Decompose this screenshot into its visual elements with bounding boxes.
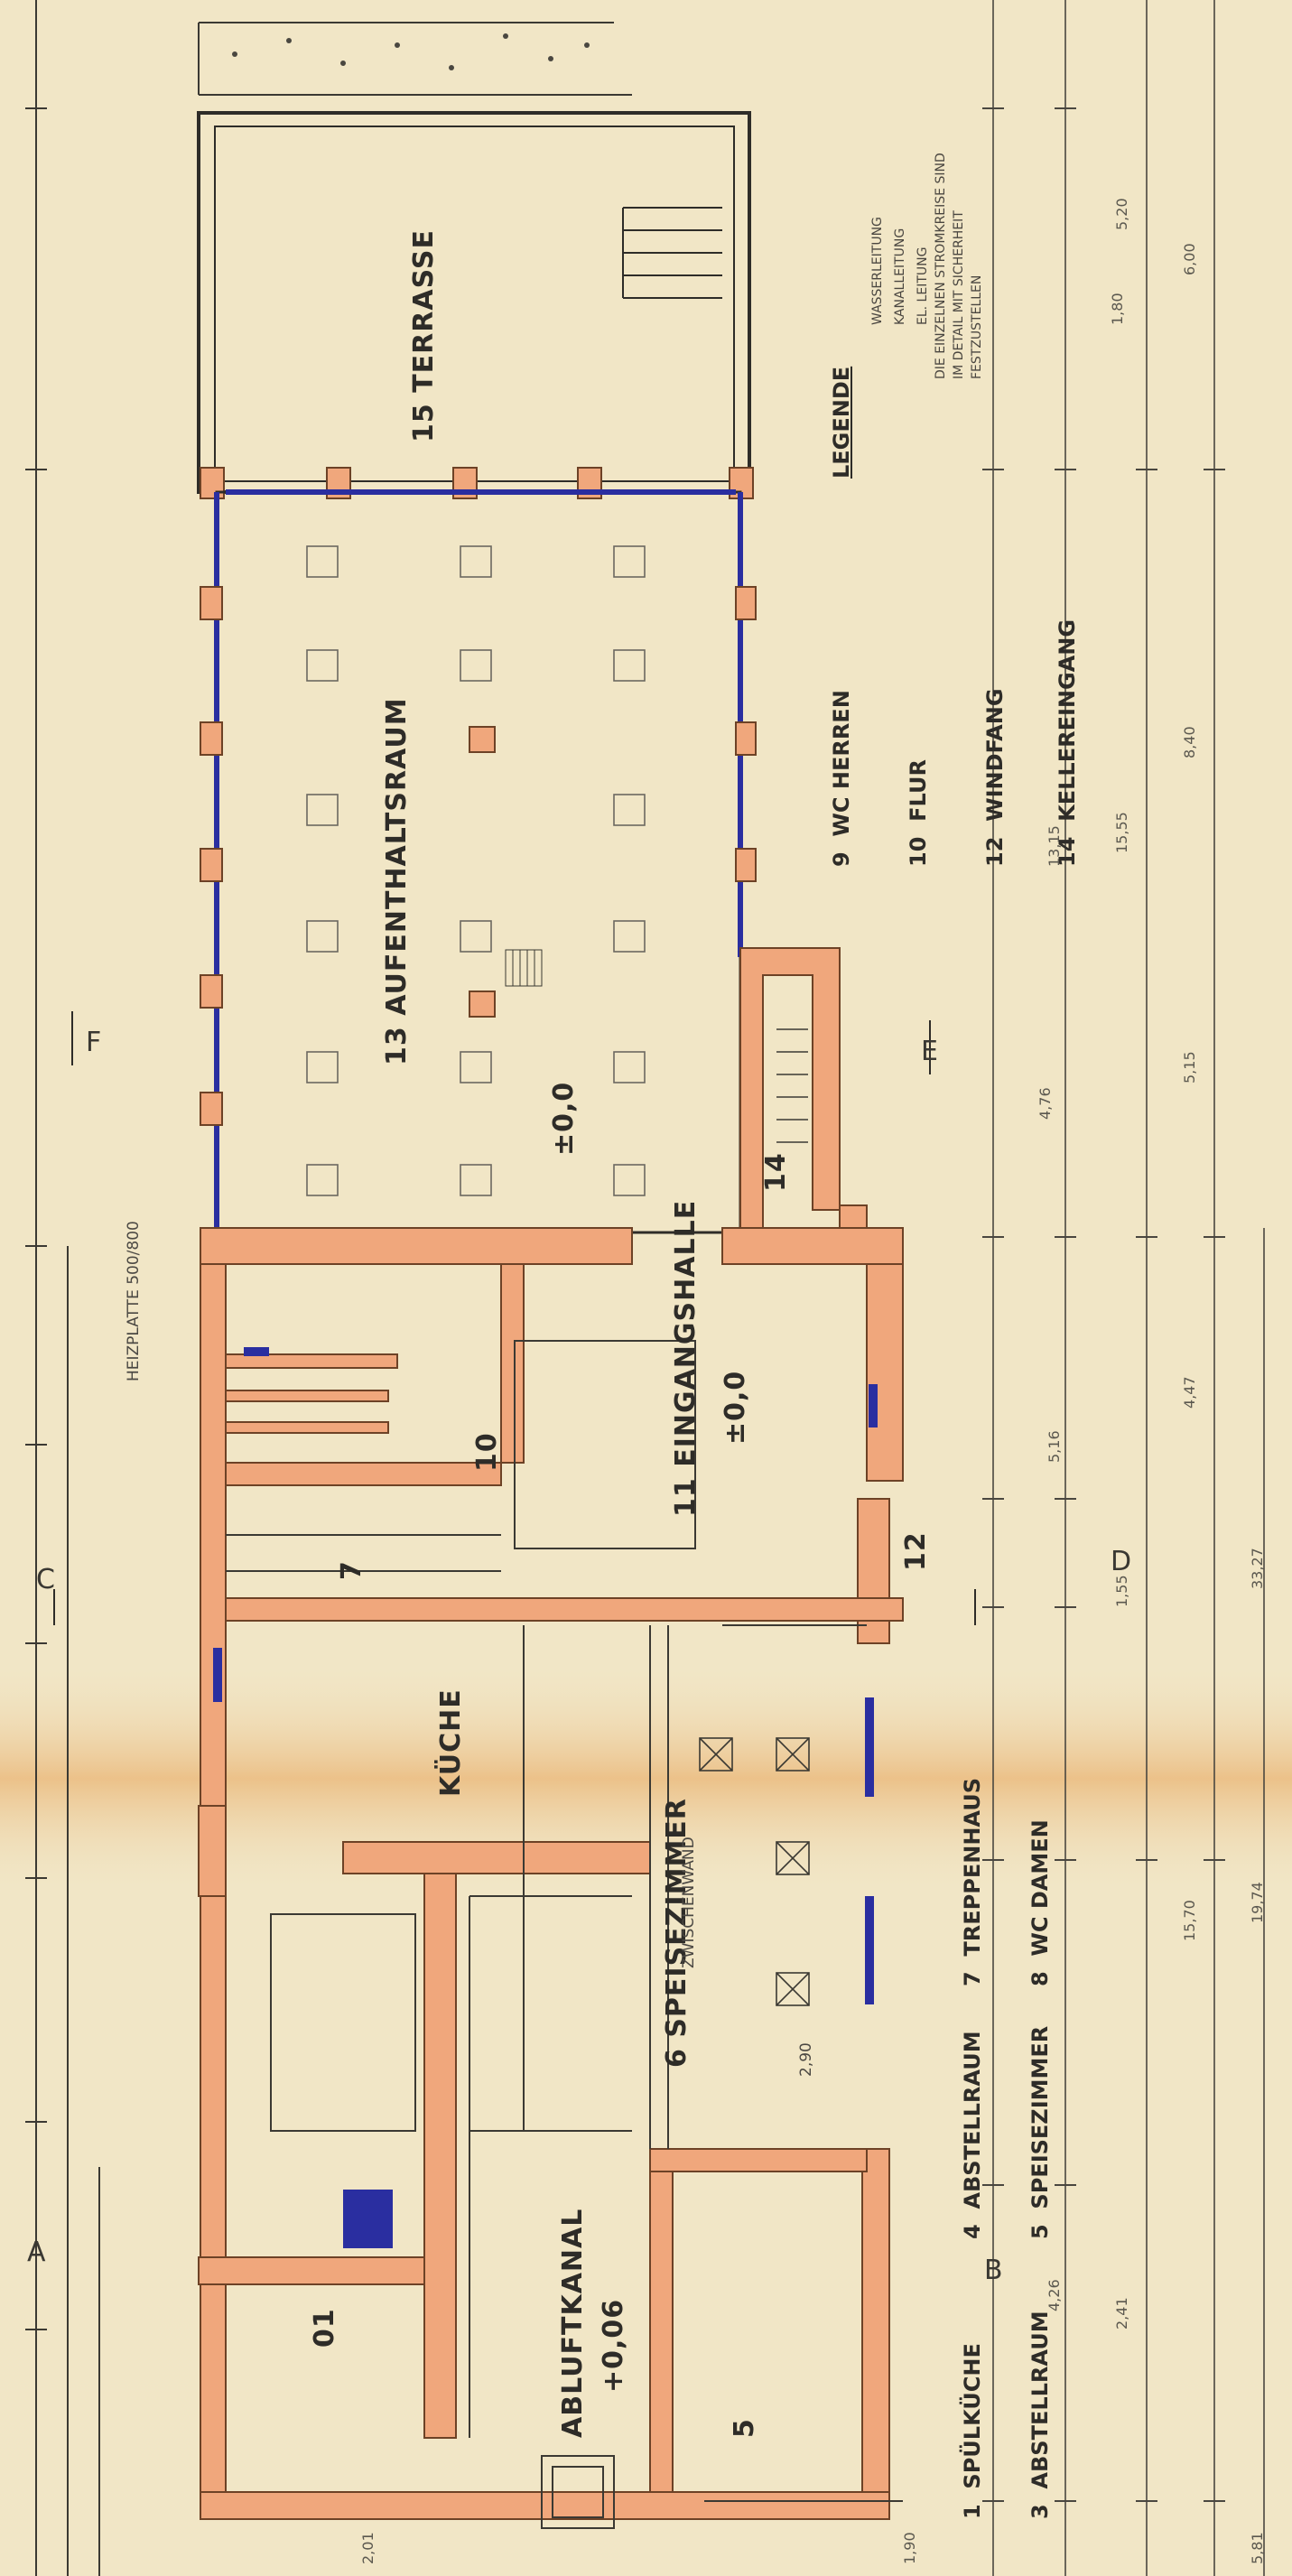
annotation-raumhoehe: 2,90 bbox=[797, 2042, 815, 2077]
room-number-10: 10 bbox=[471, 1432, 503, 1472]
section-mark-f: F bbox=[86, 1027, 102, 1058]
legend-note-2: IM DETAIL MIT SICHERHEIT bbox=[952, 210, 966, 379]
section-mark-lines bbox=[53, 1011, 976, 1625]
section-mark-a: A bbox=[27, 2237, 46, 2268]
bottom-details bbox=[541, 2455, 903, 2529]
level-abluftkanal: +0,06 bbox=[598, 2298, 629, 2393]
room-list-4: 4 ABSTELLRAUM bbox=[960, 2031, 985, 2239]
room-name-abluftkanal: ABLUFTKANAL bbox=[557, 2208, 589, 2438]
windows-blue bbox=[213, 1347, 878, 2248]
dim-right-4: 8,40 bbox=[1181, 726, 1198, 758]
room-number-01: 01 bbox=[309, 2308, 340, 2348]
level-aufenthaltsraum: ±0,0 bbox=[548, 1081, 580, 1156]
dim-bottom-1: 1,90 bbox=[901, 2532, 918, 2564]
section-mark-b: B bbox=[984, 2255, 1003, 2286]
right-ticks bbox=[982, 107, 1225, 2502]
room-list-7: 7 TREPPENHAUS bbox=[960, 1777, 985, 1986]
room-number-14: 14 bbox=[760, 1152, 792, 1192]
inner-lines bbox=[226, 1340, 867, 2438]
room-number-12: 12 bbox=[900, 1531, 932, 1571]
annotation-zwischenwand: ZWISCHENWAND bbox=[680, 1837, 698, 1968]
section-mark-e: E bbox=[921, 1036, 938, 1067]
annotation-heizplatte: HEIZPLATTE 500/800 bbox=[125, 1221, 143, 1381]
dim-right-16: 4,26 bbox=[1046, 2279, 1063, 2311]
room-name-kueche: KÜCHE bbox=[435, 1688, 467, 1797]
dim-right-12: 33,27 bbox=[1249, 1548, 1266, 1589]
dim-right-10: 5,16 bbox=[1046, 1430, 1063, 1463]
dim-right-17: 5,81 bbox=[1249, 2532, 1266, 2564]
legend-line-sewer: KANALLEITUNG bbox=[893, 228, 907, 325]
dim-bottom-2: 2,01 bbox=[359, 2532, 376, 2564]
room-list-3: 3 ABSTELLRAUM bbox=[1027, 2311, 1053, 2519]
dim-right-13: 19,74 bbox=[1249, 1882, 1266, 1923]
dim-right-2: 6,00 bbox=[1181, 243, 1198, 275]
section-mark-d: D bbox=[1111, 1546, 1132, 1577]
level-eingangshalle: ±0,0 bbox=[720, 1370, 751, 1445]
grate bbox=[505, 949, 543, 987]
terrace bbox=[197, 111, 751, 494]
room-number-6: 6 bbox=[661, 2048, 692, 2068]
legend-note-1: DIE EINZELNEN STROMKREISE SIND bbox=[934, 153, 948, 379]
hall-pilasters bbox=[200, 586, 757, 1126]
dim-right-1: 5,20 bbox=[1113, 198, 1130, 230]
hall-outline bbox=[214, 489, 743, 1234]
room-title-eingangshalle: 11 EINGANGSHALLE bbox=[670, 1199, 702, 1517]
room-number-7: 7 bbox=[336, 1560, 367, 1580]
room-list-12: 12 WINDFANG bbox=[982, 688, 1008, 867]
room-list-9: 9 WC HERREN bbox=[829, 690, 854, 867]
room-list-1: 1 SPÜLKÜCHE bbox=[960, 2343, 985, 2519]
dim-right-6: 13,15 bbox=[1046, 825, 1063, 867]
room-title-terrasse: 15 TERRASSE bbox=[408, 229, 440, 442]
room-number-15: 15 bbox=[408, 403, 440, 442]
room-name-aufenthaltsraum: AUFENTHALTSRAUM bbox=[381, 697, 413, 1016]
room-list-8: 8 WC DAMEN bbox=[1027, 1819, 1053, 1986]
legend-note-3: FESTZUSTELLEN bbox=[970, 274, 984, 379]
left-ticks bbox=[25, 107, 47, 2330]
dim-right-15: 2,41 bbox=[1113, 2297, 1130, 2330]
annex-walls bbox=[739, 947, 868, 1233]
left-dimension-rails bbox=[35, 0, 100, 2576]
room-number-5: 5 bbox=[729, 2418, 760, 2438]
dim-right-7: 5,15 bbox=[1181, 1051, 1198, 1083]
dim-right-3: 1,80 bbox=[1109, 293, 1126, 325]
room-name-eingangshalle: EINGANGSHALLE bbox=[670, 1199, 702, 1467]
light-grid bbox=[306, 545, 646, 1196]
room-list-10: 10 FLUR bbox=[906, 759, 931, 867]
dim-right-8: 4,76 bbox=[1036, 1087, 1054, 1120]
landscape-strip bbox=[198, 22, 632, 96]
room-list-5: 5 SPEISEZIMMER bbox=[1027, 2025, 1053, 2239]
annex-stairs bbox=[776, 1028, 808, 1143]
dining-lights bbox=[699, 1737, 810, 2006]
section-mark-c: C bbox=[36, 1564, 55, 1595]
dim-right-11: 1,55 bbox=[1113, 1575, 1130, 1607]
legend-line-electric: EL. LEITUNG bbox=[916, 246, 930, 325]
legend-line-water: WASSERLEITUNG bbox=[870, 217, 885, 325]
room-title-aufenthaltsraum: 13 AUFENTHALTSRAUM bbox=[381, 697, 413, 1065]
legend-title: LEGENDE bbox=[829, 366, 854, 479]
dim-right-14: 15,70 bbox=[1181, 1900, 1198, 1941]
room-name-terrasse: TERRASSE bbox=[408, 229, 440, 393]
dim-right-9: 4,47 bbox=[1181, 1376, 1198, 1409]
dim-right-5: 15,55 bbox=[1113, 812, 1130, 853]
room-number-11: 11 bbox=[670, 1477, 702, 1517]
right-dimension-rails bbox=[992, 0, 1265, 2576]
room-number-13: 13 bbox=[381, 1026, 413, 1065]
